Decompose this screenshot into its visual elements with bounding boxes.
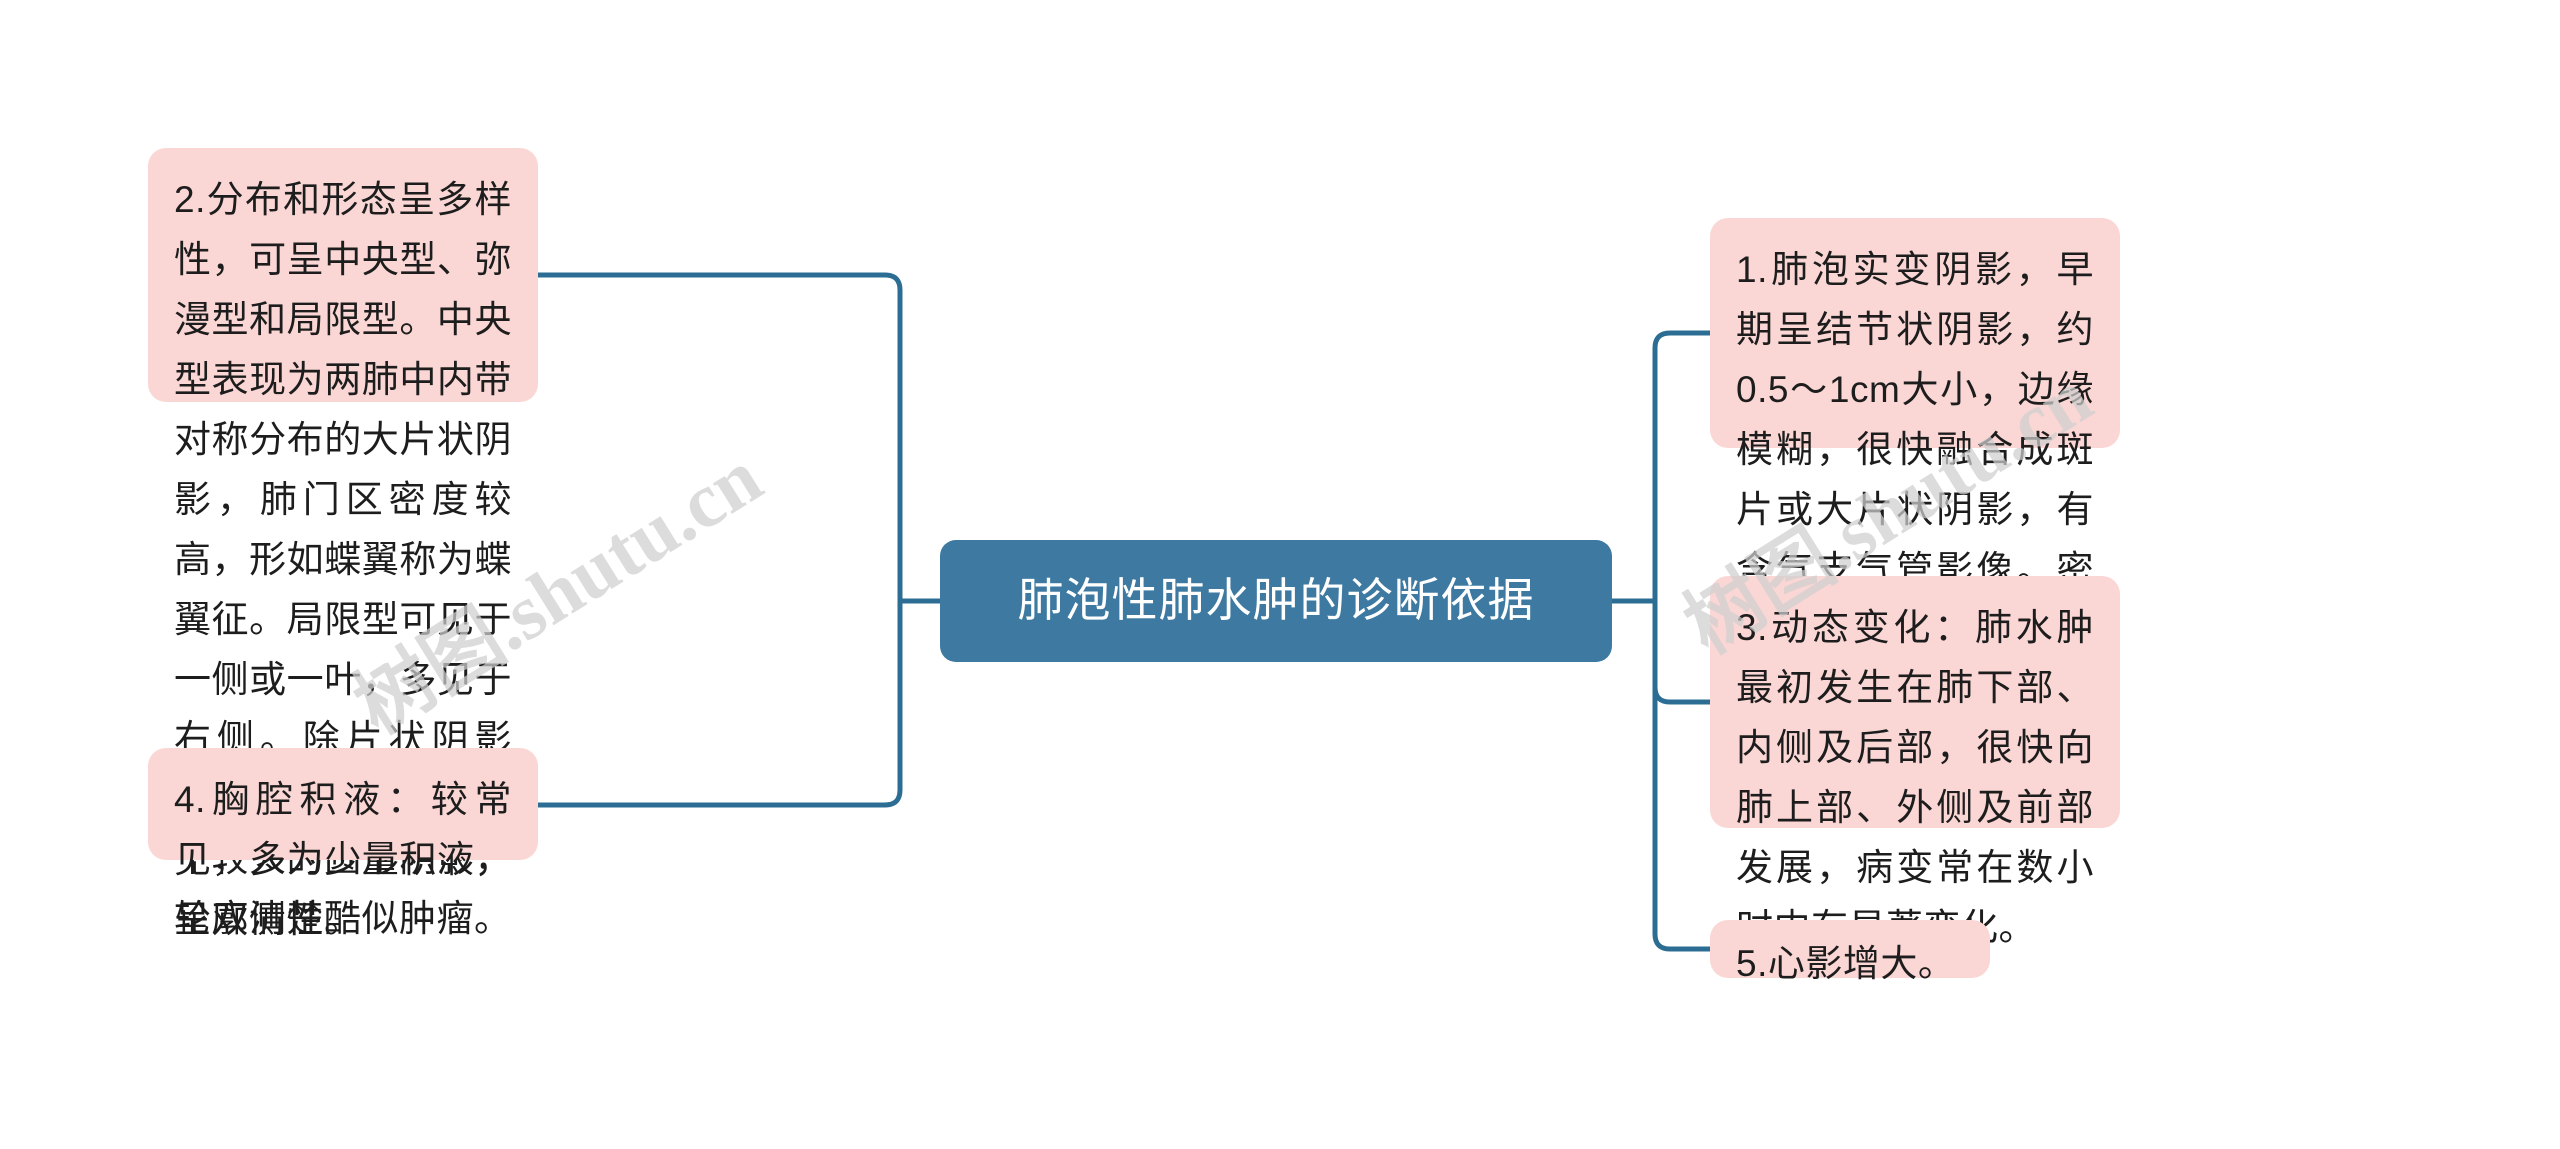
- connector-right-branch-3: [1652, 598, 1713, 705]
- connector-right-branch-1: [1652, 330, 1713, 604]
- branch-node-3[interactable]: 3.动态变化：肺水肿最初发生在肺下部、内侧及后部，很快向肺上部、外侧及前部发展，…: [1710, 576, 2120, 948]
- branch-node-2[interactable]: 2.分布和形态呈多样性，可呈中央型、弥漫型和局限型。中央型表现为两肺中内带对称分…: [148, 148, 538, 939]
- connector-left-branch-4: [535, 598, 903, 808]
- branch-node-5[interactable]: 5.心影增大。: [1710, 920, 1990, 984]
- connector-right-branch-5: [1652, 598, 1713, 952]
- root-node[interactable]: 肺泡性肺水肿的诊断依据: [940, 540, 1612, 662]
- branch-node-4[interactable]: 4.胸腔积液：较常见，多为少量积液，呈双侧性。: [148, 748, 538, 940]
- branch-node-1[interactable]: 1.肺泡实变阴影，早期呈结节状阴影，约0.5～1cm大小，边缘模糊，很快融合成斑…: [1710, 218, 2120, 650]
- connector-left-spine: [535, 272, 903, 604]
